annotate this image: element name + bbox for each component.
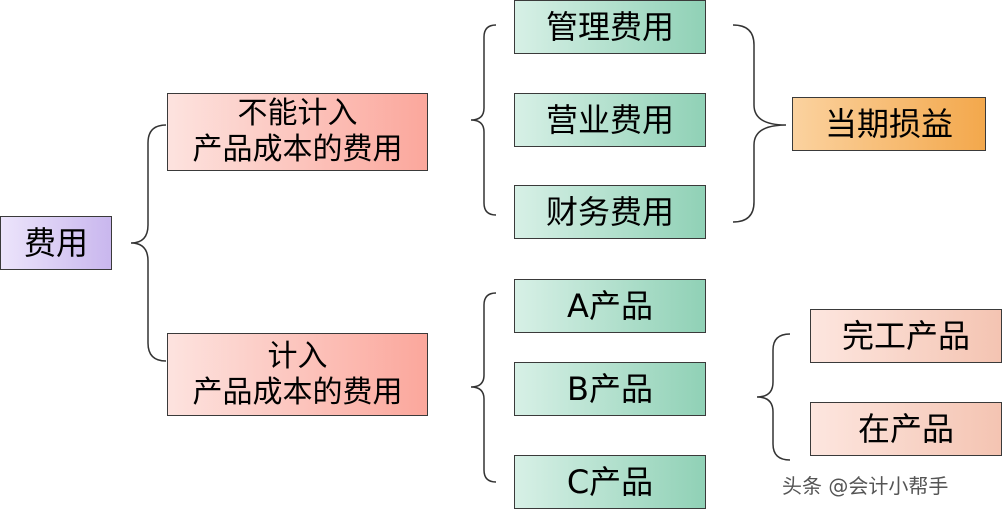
product-node: A产品	[514, 279, 706, 333]
product-state-label: 完工产品	[841, 316, 970, 355]
product-node: B产品	[514, 362, 706, 416]
period-expense-node: 营业费用	[514, 93, 706, 147]
watermark-text: 头条 @会计小帮手	[782, 474, 949, 498]
root-node: 费用	[0, 216, 112, 270]
category-included-line2: 产品成本的费用	[192, 374, 403, 410]
brace-products	[470, 292, 497, 483]
product-node: C产品	[514, 455, 706, 509]
period-expense-node: 管理费用	[514, 0, 706, 54]
period-expense-label: 营业费用	[545, 100, 674, 139]
brace-to-result	[732, 24, 787, 223]
period-expense-node: 财务费用	[514, 185, 706, 239]
product-state-label: 在产品	[857, 409, 954, 448]
period-expense-label: 管理费用	[545, 7, 674, 46]
product-state-node: 完工产品	[810, 309, 1002, 363]
period-expense-label: 财务费用	[545, 192, 674, 231]
product-state-node: 在产品	[810, 402, 1002, 456]
brace-root	[130, 124, 167, 362]
result-label: 当期损益	[824, 104, 953, 143]
product-label: C产品	[566, 462, 654, 501]
root-label: 费用	[23, 223, 88, 262]
brace-period-expenses	[470, 24, 497, 216]
category-not-included-node: 不能计入 产品成本的费用	[167, 93, 428, 171]
result-node: 当期损益	[792, 97, 986, 151]
product-label: B产品	[567, 369, 653, 408]
category-not-included-line1: 不能计入	[237, 96, 358, 131]
category-included-node: 计入 产品成本的费用	[167, 333, 428, 416]
brace-product-states	[756, 333, 791, 461]
category-included-line1: 计入	[267, 338, 328, 374]
product-label: A产品	[567, 286, 653, 325]
category-not-included-line2: 产品成本的费用	[192, 132, 403, 167]
